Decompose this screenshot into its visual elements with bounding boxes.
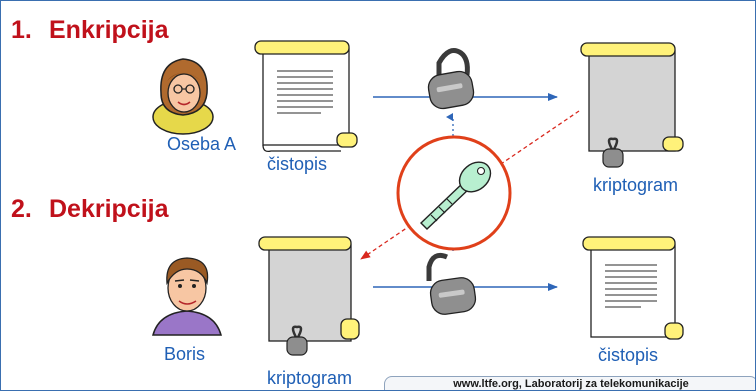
plaintext-scroll-bottom: [583, 237, 683, 339]
secret-key-icon: [398, 137, 510, 249]
step-1-heading: 1.Enkripcija: [11, 16, 169, 45]
sender-label: Oseba A: [167, 134, 236, 155]
closed-padlock-icon: [426, 51, 475, 111]
ciphertext-scroll-bottom: [259, 237, 359, 355]
plaintext-bottom-label: čistopis: [598, 345, 658, 366]
ciphertext-scroll-top: [581, 43, 683, 167]
step-2-title: Dekripcija: [49, 195, 169, 223]
step-2-heading: 2.Dekripcija: [11, 195, 169, 224]
sender-avatar: [153, 59, 213, 134]
footer-banner: www.ltfe.org, Laboratorij za telekomunik…: [384, 376, 756, 391]
step-1-number: 1.: [11, 16, 49, 45]
receiver-label: Boris: [164, 344, 205, 365]
ciphertext-bottom-label: kriptogram: [267, 368, 352, 389]
plaintext-top-label: čistopis: [267, 154, 327, 175]
ciphertext-top-label: kriptogram: [593, 175, 678, 196]
receiver-avatar: [153, 258, 221, 335]
step-1-title: Enkripcija: [49, 16, 169, 44]
plaintext-scroll-top: [255, 41, 357, 151]
step-2-number: 2.: [11, 195, 49, 224]
open-padlock-icon: [429, 255, 477, 316]
